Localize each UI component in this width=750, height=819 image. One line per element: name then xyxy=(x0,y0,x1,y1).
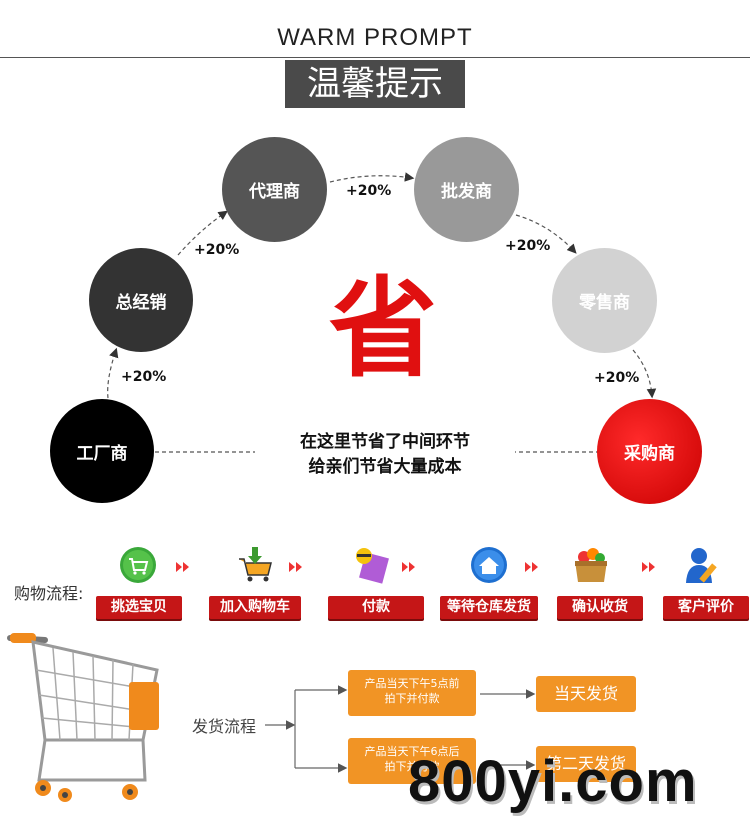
step-select-item: 挑选宝贝 xyxy=(96,596,182,619)
watermark: 800yi.com xyxy=(408,749,698,814)
step-confirm-receipt: 确认收货 xyxy=(557,596,643,619)
shipping-flow-label: 发货流程 xyxy=(192,717,257,736)
markup-label: +20% xyxy=(505,238,551,254)
package-icon xyxy=(575,548,607,582)
header-title-cn: 温馨提示 xyxy=(285,60,465,108)
flow-arrow-icon xyxy=(176,562,189,572)
slogan-line: 在这里节省了中间环节 xyxy=(255,430,515,455)
shipping-rule-before-5pm: 产品当天下午5点前 拍下并付款 xyxy=(348,670,476,716)
add-to-cart-icon xyxy=(239,547,272,582)
shipping-flow-connectors xyxy=(265,685,536,773)
shopping-flow-label: 购物流程: xyxy=(14,584,84,603)
markup-label: +20% xyxy=(121,369,167,385)
step-payment: 付款 xyxy=(328,596,424,619)
flow-arrow-icon xyxy=(525,562,538,572)
node-distributor: 总经销 xyxy=(89,248,193,352)
node-retailer: 零售商 xyxy=(552,248,657,353)
node-agent: 代理商 xyxy=(222,137,327,242)
shipping-rule-after-6pm: 产品当天下午6点后 拍下并付款 xyxy=(348,738,476,784)
shipping-result-same-day: 当天发货 xyxy=(536,676,636,712)
step-review: 客户评价 xyxy=(663,596,749,619)
cart-icon xyxy=(120,547,156,583)
step-await-shipping: 等待仓库发货 xyxy=(440,596,538,619)
markup-label: +20% xyxy=(594,370,640,386)
shipping-rule-line: 产品当天下午5点前 xyxy=(364,677,460,690)
shipping-rule-line: 产品当天下午6点后 xyxy=(364,745,460,758)
save-character: 省 xyxy=(328,267,437,392)
chain-connectors xyxy=(107,172,657,453)
payment-icon xyxy=(356,548,389,584)
shipping-result-next-day: 第二天发货 xyxy=(536,746,636,782)
slogan-line: 给亲们节省大量成本 xyxy=(308,457,462,477)
flow-arrow-icon xyxy=(289,562,302,572)
header-title-en: WARM PROMPT xyxy=(277,24,473,51)
review-icon xyxy=(686,548,717,583)
markup-label: +20% xyxy=(346,183,392,199)
header-divider xyxy=(0,57,750,58)
shopping-cart-illustration xyxy=(7,633,159,802)
slogan: 在这里节省了中间环节 给亲们节省大量成本 xyxy=(255,430,515,480)
shipping-rule-line: 拍下并付款 xyxy=(384,760,440,773)
flow-arrow-icon xyxy=(642,562,655,572)
node-factory: 工厂商 xyxy=(50,399,154,503)
node-buyer: 采购商 xyxy=(597,399,702,504)
flow-arrow-icon xyxy=(402,562,415,572)
warehouse-icon xyxy=(471,547,507,583)
shipping-rule-line: 拍下并付款 xyxy=(384,692,440,705)
step-add-to-cart: 加入购物车 xyxy=(209,596,301,619)
node-wholesaler: 批发商 xyxy=(414,137,519,242)
markup-label: +20% xyxy=(194,242,240,258)
watermark-shadow: 800yi.com xyxy=(410,752,700,817)
